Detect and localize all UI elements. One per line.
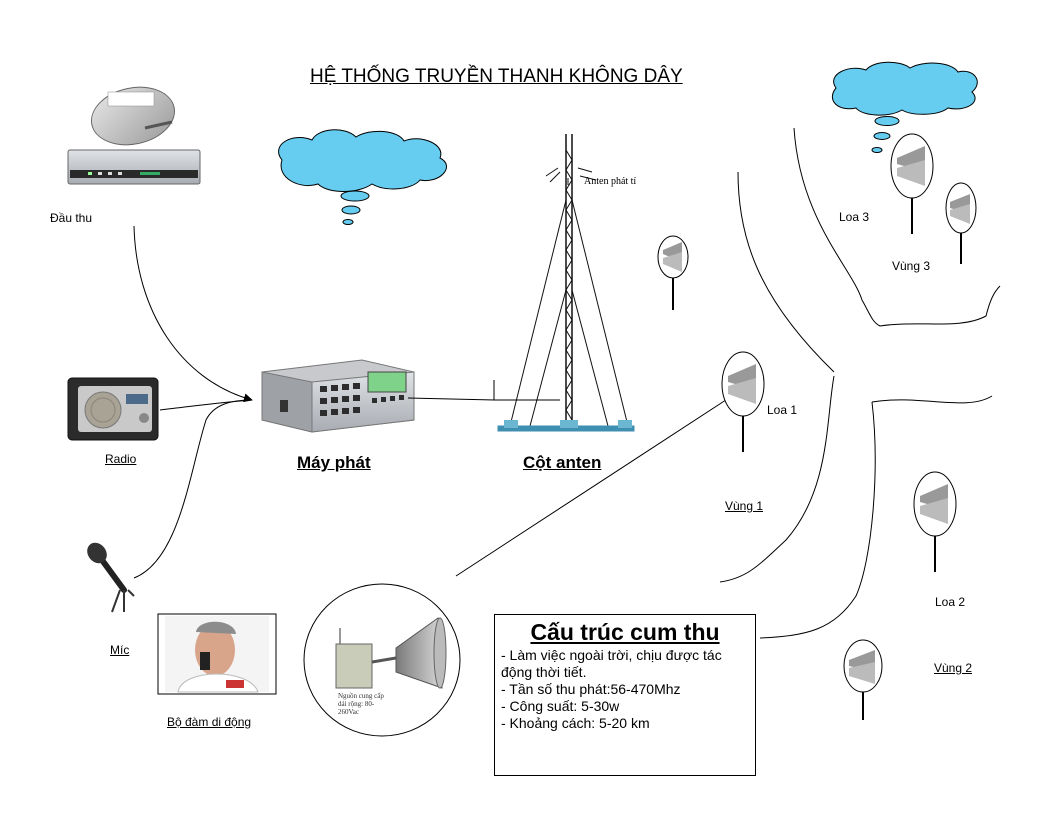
power-note-label: Nguồn cung cấp dải rộng: 80-260Vac: [338, 692, 384, 716]
transmitter-to-tower-line: [407, 380, 560, 401]
antenna-tower-icon: [497, 134, 635, 432]
transmitter-icon: [261, 359, 415, 433]
spec-line: - Công suất: 5-30w: [501, 698, 620, 714]
speaker-3a-icon: [890, 133, 934, 234]
mic-to-transmitter-line: [133, 399, 253, 579]
speaker-link-line: [455, 395, 733, 577]
receiver-cluster-specs: - Làm việc ngoài trời, chịu được tác độn…: [501, 647, 755, 732]
microphone-icon: [87, 542, 135, 613]
antenna-tower-label: Cột anten: [523, 453, 602, 472]
zone-boundaries: [719, 127, 1001, 639]
walkie-talkie-photo: [157, 613, 277, 695]
receiver-cluster-box: Cấu trúc cum thu - Làm việc ngoài trời, …: [494, 614, 756, 776]
radio-to-transmitter-line: [159, 399, 253, 411]
cloud-right: [831, 61, 978, 153]
speaker-3-label: Loa 3: [839, 210, 870, 224]
radio-icon: [67, 377, 159, 441]
receiver-cluster-title: Cấu trúc cum thu: [530, 619, 720, 645]
receiver-cluster-icon: [303, 583, 461, 737]
speaker-zone2-icon: [843, 639, 883, 720]
speaker-icon: [657, 235, 689, 310]
speaker-1-icon: [721, 351, 765, 452]
receiver-label: Đầu thu: [50, 211, 93, 225]
cloud-left: [278, 129, 447, 225]
zone-2-label: Vùng 2: [934, 661, 973, 675]
spec-line: - Tần số thu phát:56-470Mhz: [501, 681, 681, 697]
speaker-1-label: Loa 1: [767, 403, 798, 417]
spec-line: - Khoảng cách: 5-20 km: [501, 715, 650, 731]
diagram-title: HỆ THỐNG TRUYỀN THANH KHÔNG DÂY: [310, 66, 683, 87]
satellite-receiver-icon: [67, 86, 201, 185]
antenna-tag-label: Anten phát tí: [584, 176, 637, 187]
transmitter-label: Máy phát: [297, 453, 371, 472]
mic-label: Míc: [110, 643, 130, 657]
spec-line: - Làm việc ngoài trời, chịu được tác độn…: [501, 647, 722, 680]
radio-label: Radio: [105, 452, 137, 466]
zone-1-label: Vùng 1: [725, 499, 764, 513]
speaker-2-label: Loa 2: [935, 595, 966, 609]
speaker-2-icon: [913, 471, 957, 572]
walkie-talkie-label: Bộ đàm di động: [167, 715, 252, 729]
receiver-to-transmitter-line: [133, 225, 253, 403]
speaker-3b-icon: [945, 182, 977, 264]
zone-3-label: Vùng 3: [892, 259, 931, 273]
